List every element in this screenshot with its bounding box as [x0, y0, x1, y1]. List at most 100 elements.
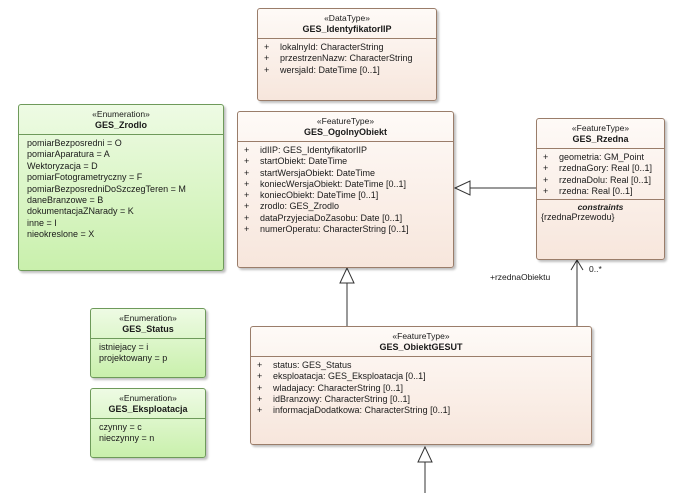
visibility-marker: + [257, 360, 263, 370]
attribute-row: + przestrzenNazw: CharacterString [262, 53, 432, 64]
attribute-text: status: GES_Status [273, 360, 352, 370]
attribute-text: dataPrzyjeciaDoZasobu: Date [0..1] [260, 212, 403, 223]
stereotype-label: «FeatureType» [392, 331, 450, 341]
visibility-marker: + [257, 371, 263, 382]
visibility-marker: + [244, 212, 250, 223]
enum-ges-status[interactable]: «Enumeration» GES_Status istniejacy = i … [90, 308, 206, 378]
attribute-text: przestrzenNazw: CharacterString [280, 53, 413, 64]
attribute-text: startObiekt: DateTime [260, 156, 348, 167]
visibility-marker: + [244, 167, 250, 178]
class-name: GES_IdentyfikatorIIP [302, 24, 392, 34]
constraint-item: {rzednaPrzewodu} [541, 212, 615, 223]
visibility-marker: + [244, 224, 250, 235]
enum-header: «Enumeration» GES_Eksploatacja [91, 389, 205, 419]
attribute-text: koniecWersjaObiekt: DateTime [0..1] [260, 178, 407, 189]
visibility-marker: + [264, 53, 270, 64]
visibility-marker: + [543, 152, 549, 162]
stereotype-label: «Enumeration» [119, 393, 177, 403]
enum-name: GES_Zrodlo [94, 120, 147, 130]
class-ges-ogolnyobiekt[interactable]: «FeatureType» GES_OgolnyObiekt + idIIP: G… [237, 111, 454, 268]
attribute-row: + dataPrzyjeciaDoZasobu: Date [0..1] [242, 213, 449, 224]
attribute-row: + koniecWersjaObiekt: DateTime [0..1] [242, 179, 449, 190]
enum-name: GES_Status [122, 324, 174, 334]
attribute-row: +startWersjaObiekt: DateTime [242, 168, 449, 179]
attribute-row: + rzednaGory: Real [0..1] [541, 163, 660, 174]
visibility-marker: + [543, 163, 549, 174]
attribute-text: lokalnyId: CharacterString [280, 42, 384, 52]
attribute-text: idIIP: GES_IdentyfikatorIIP [260, 145, 368, 155]
visibility-marker: + [543, 174, 549, 185]
class-ges-obiektgesut[interactable]: «FeatureType» GES_ObiektGESUT + status: G… [250, 326, 592, 445]
attribute-row: + rzedna: Real [0..1] [541, 186, 660, 197]
attribute-row: + rzednaDolu: Real [0..1] [541, 175, 660, 186]
literal-list: czynny = c nieczynny = n [91, 419, 205, 447]
constraints-title: constraints [577, 202, 624, 213]
attribute-row: +lokalnyId: CharacterString [262, 42, 432, 53]
visibility-marker: + [244, 156, 250, 167]
attribute-row: + informacjaDodatkowa: CharacterString [0… [255, 405, 587, 416]
attribute-text: wersjaId: DateTime [0..1] [280, 64, 380, 75]
enum-header: «Enumeration» GES_Zrodlo [19, 105, 223, 135]
stereotype-label: «Enumeration» [92, 109, 150, 119]
attribute-text: eksploatacja: GES_Eksploatacja [0..1] [273, 371, 426, 382]
attribute-row: +koniecObiekt: DateTime [0..1] [242, 190, 449, 201]
visibility-marker: + [257, 405, 263, 416]
association-role-label: +rzednaObiektu [490, 272, 551, 282]
constraints-section: constraints {rzednaPrzewodu} [537, 199, 664, 224]
attribute-text: idBranzowy: CharacterString [0..1] [273, 393, 411, 404]
class-header: «DataType» GES_IdentyfikatorIIP [258, 9, 436, 39]
attribute-row: +zrodlo: GES_Zrodlo [242, 201, 449, 212]
literal-list: pomiarBezposredni = O pomiarAparatura = … [19, 135, 223, 243]
attribute-row: + status: GES_Status [255, 360, 587, 371]
attribute-text: rzednaDolu: Real [0..1] [559, 174, 652, 185]
enum-header: «Enumeration» GES_Status [91, 309, 205, 339]
visibility-marker: + [244, 201, 250, 212]
attribute-text: numerOperatu: CharacterString [0..1] [260, 224, 409, 235]
attribute-list: + idIIP: GES_IdentyfikatorIIP + startObiek… [238, 142, 453, 237]
gesut-generalization-arrowhead [339, 266, 355, 284]
enum-literal: projektowany = p [99, 353, 168, 364]
stereotype-label: «Enumeration» [119, 313, 177, 323]
attribute-row: + idIIP: GES_IdentyfikatorIIP [242, 145, 449, 156]
enum-literal: Wektoryzacja = D [27, 160, 98, 171]
enum-literal: istniejacy = i [99, 342, 149, 352]
enum-literal: pomiarAparatura = A [27, 149, 110, 160]
visibility-marker: + [244, 178, 250, 189]
class-ges-rzedna[interactable]: «FeatureType» GES_Rzedna + geometria: GM_… [536, 118, 665, 260]
class-name: GES_Rzedna [572, 134, 629, 144]
enum-literal: dokumentacjaZNarady = K [27, 206, 134, 217]
attribute-list: + status: GES_Status + eksploatacja: GES_E… [251, 357, 591, 418]
attribute-text: geometria: GM_Point [559, 152, 645, 162]
enum-ges-eksploatacja[interactable]: «Enumeration» GES_Eksploatacja czynny = … [90, 388, 206, 458]
enum-literal: daneBranzowe = B [27, 195, 104, 206]
association-multiplicity-label: 0..* [589, 264, 602, 274]
enum-literal: nieczynny = n [99, 433, 155, 444]
literal-list: istniejacy = i projektowany = p [91, 339, 205, 367]
attribute-row: + geometria: GM_Point [541, 152, 660, 163]
visibility-marker: + [257, 393, 263, 404]
class-ges-identyfikatoriip[interactable]: «DataType» GES_IdentyfikatorIIP +lokalny… [257, 8, 437, 101]
attribute-row: +wladajacy: CharacterString [0..1] [255, 383, 587, 394]
visibility-marker: + [244, 145, 250, 155]
attribute-text: rzedna: Real [0..1] [559, 185, 633, 196]
class-name: GES_ObiektGESUT [379, 342, 463, 352]
rzedna-generalization-arrowhead [453, 180, 471, 196]
stereotype-label: «FeatureType» [571, 123, 630, 133]
class-header: «FeatureType» GES_OgolnyObiekt [238, 112, 453, 142]
attribute-list: +lokalnyId: CharacterString + przestrzenN… [258, 39, 436, 78]
attribute-text: rzednaGory: Real [0..1] [559, 163, 653, 174]
stereotype-label: «DataType» [324, 13, 370, 23]
visibility-marker: + [543, 185, 549, 196]
enum-literal: czynny = c [99, 422, 142, 432]
attribute-row: + startObiekt: DateTime [242, 156, 449, 167]
enum-literal: pomiarBezposredni = O [27, 138, 122, 148]
visibility-marker: + [257, 382, 263, 393]
attribute-text: informacjaDodatkowa: CharacterString [0.… [273, 405, 451, 416]
attribute-row: + idBranzowy: CharacterString [0..1] [255, 394, 587, 405]
enum-ges-zrodlo[interactable]: «Enumeration» GES_Zrodlo pomiarBezposred… [18, 104, 224, 271]
association-arrowhead [570, 259, 584, 271]
enum-literal: pomiarFotogrametryczny = F [27, 172, 143, 183]
attribute-row: + numerOperatu: CharacterString [0..1] [242, 224, 449, 235]
subclass-generalization-arrowhead [417, 445, 433, 463]
